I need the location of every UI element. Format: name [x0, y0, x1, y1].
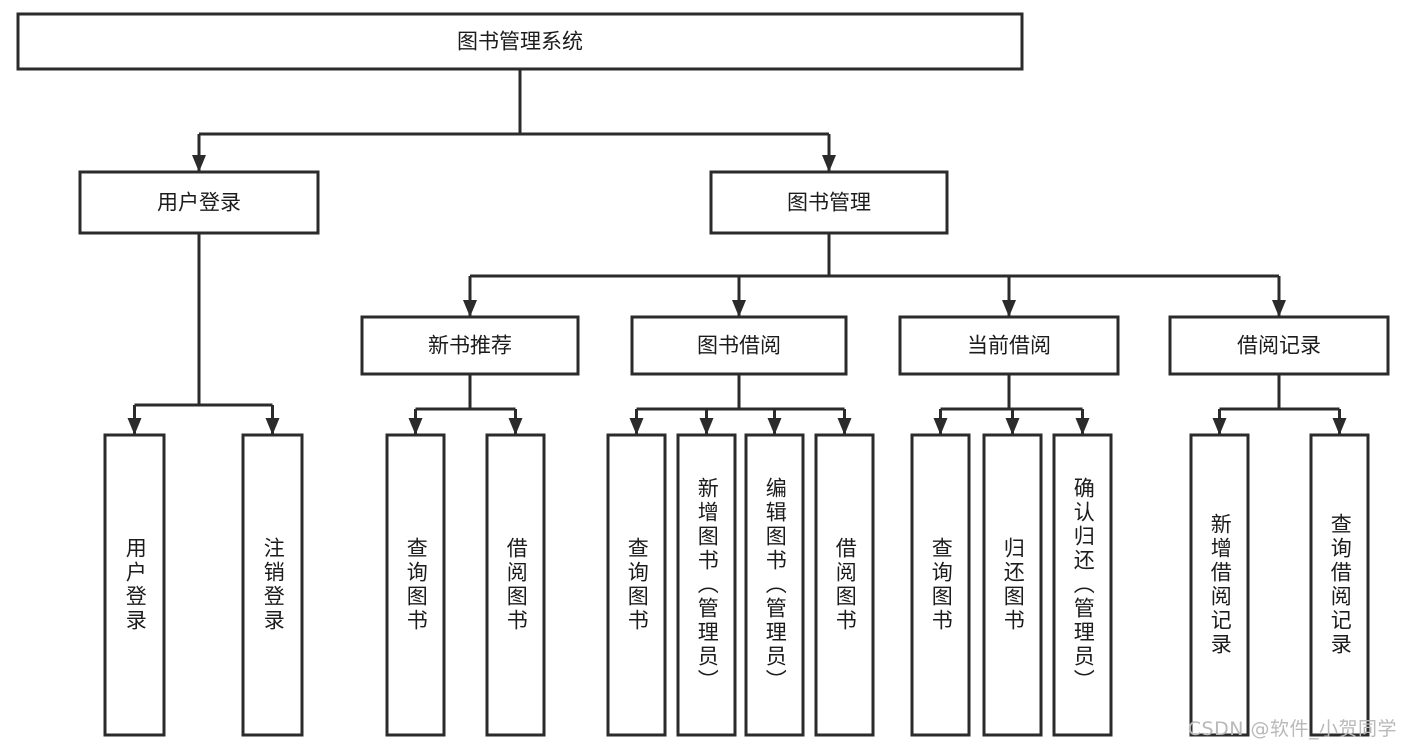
node-label-book-manage: 图书管理: [787, 191, 871, 215]
node-label-borrow-record: 借阅记录: [1237, 334, 1321, 358]
edge-book-manage-arrow-3: [1272, 300, 1286, 317]
node-box-leaf-query-book-borrow[interactable]: [606, 433, 667, 737]
edge-current-borrow-arrow-2: [1075, 418, 1090, 435]
edge-book-borrow-arrow-2: [767, 418, 782, 435]
node-box-leaf-return-book[interactable]: [982, 433, 1043, 737]
node-box-leaf-query-book-cur[interactable]: [910, 433, 971, 737]
edge-new-book-recommend-arrow-1: [508, 418, 523, 435]
edge-book-manage-arrow-0: [463, 300, 477, 317]
edge-root-arrow-0: [192, 155, 206, 172]
connector-layer: [127, 69, 1347, 435]
edge-book-manage-arrow-2: [1002, 300, 1016, 317]
node-box-leaf-user-login[interactable]: [103, 433, 166, 737]
node-box-leaf-query-book-rec[interactable]: [385, 433, 446, 737]
node-box-leaf-borrow-book[interactable]: [814, 433, 875, 737]
node-box-borrow-record[interactable]: [1168, 315, 1390, 376]
node-label-new-book-recommend: 新书推荐: [428, 334, 512, 358]
node-box-user-login[interactable]: [78, 170, 320, 235]
node-box-leaf-borrow-book-rec[interactable]: [485, 433, 546, 737]
edge-user-login-arrow-0: [127, 418, 142, 435]
node-box-leaf-logout[interactable]: [241, 433, 304, 737]
edge-current-borrow-arrow-1: [1005, 418, 1020, 435]
node-label-book-borrow: 图书借阅: [697, 334, 781, 358]
box-layer: [16, 12, 1390, 737]
node-box-leaf-add-record[interactable]: [1189, 433, 1250, 737]
watermark-text: CSDN @软件_小贺同学: [1187, 718, 1397, 740]
node-box-root[interactable]: [16, 12, 1024, 71]
edge-borrow-record-arrow-0: [1212, 418, 1227, 435]
node-label-root: 图书管理系统: [457, 30, 583, 54]
node-box-book-borrow[interactable]: [630, 315, 848, 376]
edge-book-borrow-arrow-0: [629, 418, 644, 435]
edge-root-arrow-1: [822, 155, 836, 172]
node-box-leaf-query-record[interactable]: [1309, 433, 1370, 737]
node-box-new-book-recommend[interactable]: [360, 315, 580, 376]
node-box-book-manage[interactable]: [709, 170, 949, 235]
node-box-leaf-edit-book[interactable]: [744, 433, 805, 737]
node-box-leaf-confirm-return[interactable]: [1052, 433, 1113, 737]
node-label-current-borrow: 当前借阅: [967, 334, 1051, 358]
edge-borrow-record-arrow-1: [1332, 418, 1347, 435]
node-box-leaf-add-book[interactable]: [676, 433, 737, 737]
node-label-user-login: 用户登录: [157, 191, 241, 215]
edge-book-manage-arrow-1: [732, 300, 746, 317]
edge-book-borrow-arrow-1: [699, 418, 714, 435]
node-box-current-borrow[interactable]: [898, 315, 1120, 376]
edge-new-book-recommend-arrow-0: [408, 418, 423, 435]
edge-book-borrow-arrow-3: [837, 418, 852, 435]
edge-current-borrow-arrow-0: [933, 418, 948, 435]
edge-user-login-arrow-1: [265, 418, 280, 435]
